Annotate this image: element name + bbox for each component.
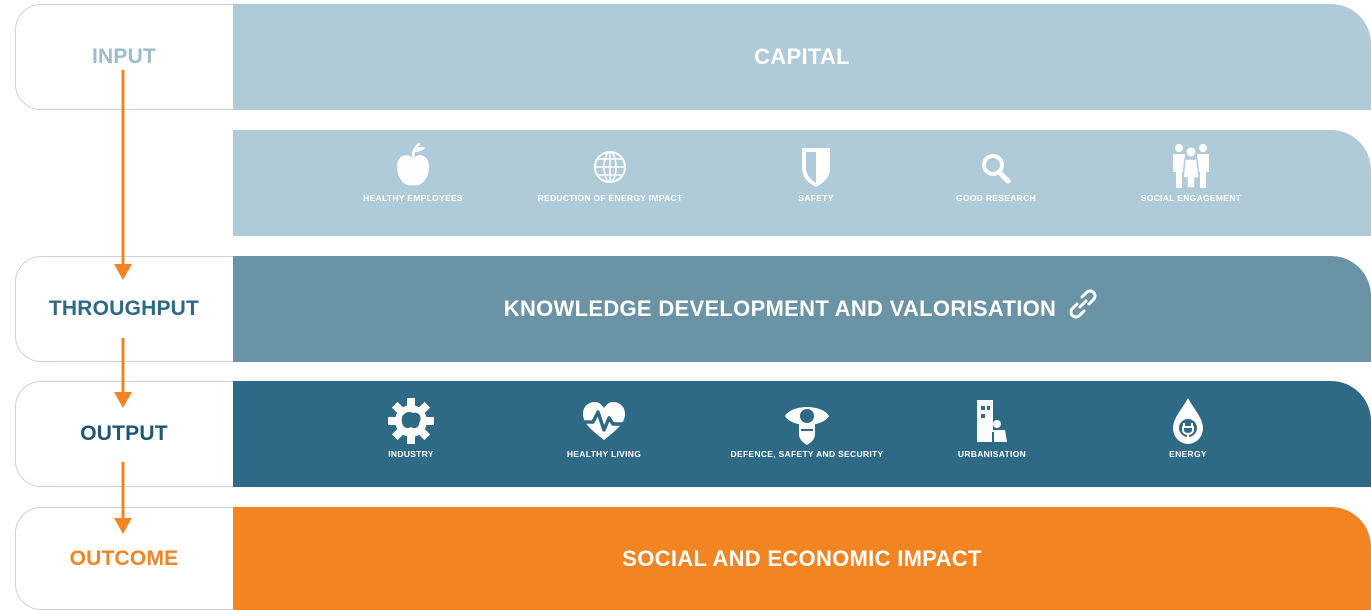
gear-brain-icon	[388, 398, 434, 444]
output-icon-label: URBANISATION	[957, 449, 1027, 459]
output-icon-label: ENERGY	[1169, 449, 1207, 459]
output-icon-item: INDUSTRY	[331, 396, 491, 460]
flow-arrows	[114, 70, 132, 534]
output-icon-label: HEALTHY LIVING	[566, 449, 642, 459]
input-label: INPUT	[92, 45, 156, 68]
capital-icon-label: SOCIAL ENGAGEMENT	[1140, 193, 1242, 203]
capital-icon-label: HEALTHY EMPLOYEES	[363, 193, 463, 203]
capital-icon-item: HEALTHY EMPLOYEES	[333, 140, 493, 204]
capital-icon-item: SAFETY	[736, 140, 896, 204]
output-icon-item: ENERGY	[1108, 396, 1268, 460]
arrowhead	[114, 264, 132, 280]
building-icon	[977, 400, 1007, 442]
eye-shield-icon	[785, 407, 829, 445]
arrowhead	[114, 392, 132, 408]
link-icon	[1069, 289, 1097, 319]
heart-pulse-icon	[581, 402, 627, 440]
capital-title: CAPITAL	[754, 44, 850, 69]
magnifier-icon	[982, 154, 1011, 184]
output-icon-label: INDUSTRY	[388, 449, 434, 459]
throughput-label: THROUGHPUT	[48, 297, 200, 320]
apple-icon	[397, 142, 429, 186]
outcome-label: OUTCOME	[69, 546, 179, 570]
knowledge-band: KNOWLEDGE DEVELOPMENT AND VALORISATION	[233, 256, 1371, 362]
capital-icon-label: SAFETY	[798, 193, 834, 203]
shield-icon	[802, 148, 830, 187]
knowledge-title: KNOWLEDGE DEVELOPMENT AND VALORISATION	[503, 296, 1057, 321]
output-icon-item: DEFENCE, SAFETY AND SECURITY	[727, 396, 887, 460]
people-icon	[1173, 144, 1209, 189]
capital-icon-item: GOOD RESEARCH	[916, 140, 1076, 204]
output-icon-label: DEFENCE, SAFETY AND SECURITY	[730, 449, 884, 459]
capital-icon-item: REDUCTION OF ENERGY IMPACT	[530, 140, 690, 204]
output-icon-item: HEALTHY LIVING	[524, 396, 684, 460]
impact-band: SOCIAL AND ECONOMIC IMPACT	[233, 507, 1371, 610]
impact-title: SOCIAL AND ECONOMIC IMPACT	[622, 545, 982, 571]
capital-icon-label: REDUCTION OF ENERGY IMPACT	[537, 193, 683, 203]
energy-drop-icon	[1173, 398, 1203, 444]
capital-icon-item: SOCIAL ENGAGEMENT	[1111, 140, 1271, 204]
capital-band: CAPITAL	[233, 4, 1371, 110]
globe-icon	[594, 151, 626, 183]
capital-icon-label: GOOD RESEARCH	[956, 193, 1036, 203]
arrowhead	[114, 518, 132, 534]
output-label: OUTPUT	[80, 422, 168, 445]
output-icon-item: URBANISATION	[912, 396, 1072, 460]
